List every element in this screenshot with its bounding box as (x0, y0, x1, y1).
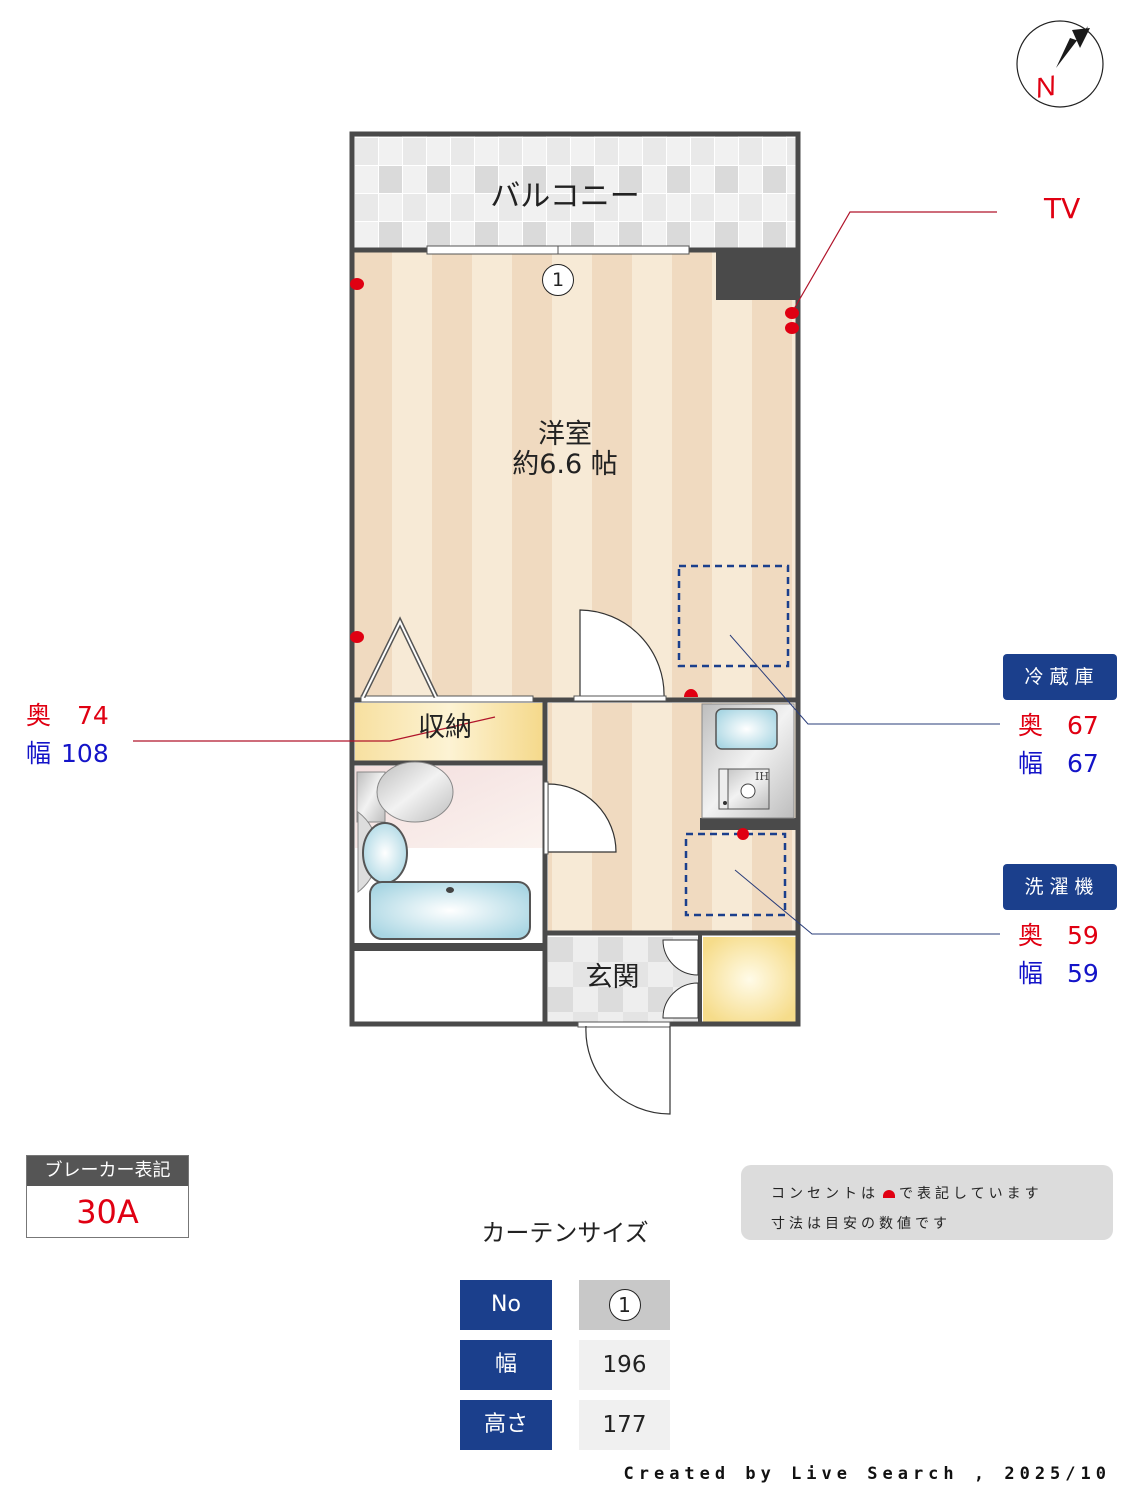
width-value: 67 (1067, 749, 1099, 778)
washer-space (684, 832, 787, 917)
room-size: 約6.6 帖 (512, 448, 618, 480)
storage-dimensions: 奥 74 幅 108 (26, 697, 109, 773)
ih-label: IH (755, 770, 769, 783)
tv-label: TV (1044, 192, 1081, 225)
window-number: 1 (608, 1289, 641, 1321)
depth-value: 67 (1067, 711, 1099, 740)
front-door (585, 1025, 671, 1115)
depth-label: 奥 (1018, 921, 1044, 950)
row-value: 177 (579, 1400, 670, 1450)
curtain-row-height: 高さ 177 (460, 1400, 670, 1450)
row-value: 196 (579, 1340, 670, 1390)
depth-value: 74 (77, 701, 109, 730)
width-value: 59 (1067, 959, 1099, 988)
outlet-markers (350, 278, 799, 840)
curtain-row-no: No 1 (460, 1280, 670, 1330)
width-label: 幅 (1018, 959, 1044, 988)
north-arrow-icon (1016, 20, 1104, 108)
curtain-size-title: カーテンサイズ (481, 1219, 649, 1247)
balcony-label: バルコニー (490, 179, 640, 214)
note-line2: 寸法は目安の数値です (771, 1216, 951, 1232)
outlet-icon (883, 1190, 895, 1198)
width-value: 108 (61, 739, 109, 768)
western-room-floor (352, 250, 798, 700)
storage-area (355, 703, 543, 761)
breaker-value: 30A (76, 1193, 139, 1231)
window-marker: 1 (542, 264, 574, 296)
note-line1-suffix: で表記しています (899, 1186, 1043, 1202)
breaker-title: ブレーカー表記 (27, 1156, 188, 1186)
depth-label: 奥 (1018, 711, 1044, 740)
washer-dimensions: 奥 59 幅 59 (1018, 917, 1099, 993)
entrance-label: 玄関 (585, 962, 640, 993)
storage-label: 収納 (418, 712, 472, 743)
fridge-dimensions: 奥 67 幅 67 (1018, 707, 1099, 783)
row-value: 1 (579, 1280, 670, 1330)
depth-label: 奥 (26, 701, 52, 730)
breaker-box: ブレーカー表記 30A (26, 1155, 189, 1238)
note-line1-prefix: コンセントは (771, 1186, 879, 1202)
depth-value: 59 (1067, 921, 1099, 950)
room-name: 洋室 (538, 419, 592, 450)
width-label: 幅 (26, 739, 52, 768)
footer-credit: Created by Live Search , 2025/10 (623, 1464, 1111, 1484)
row-key: No (460, 1280, 552, 1330)
fridge-space (677, 564, 790, 668)
row-key: 高さ (460, 1400, 552, 1450)
fridge-tag: 冷蔵庫 (1003, 654, 1117, 700)
legend-note: コンセントは で表記しています 寸法は目安の数値です (741, 1165, 1113, 1240)
room-door (579, 609, 665, 699)
western-room-label: 洋室 約6.6 帖 (470, 420, 660, 479)
width-label: 幅 (1018, 749, 1044, 778)
row-key: 幅 (460, 1340, 552, 1390)
curtain-row-width: 幅 196 (460, 1340, 670, 1390)
balcony-area (352, 134, 798, 250)
washer-tag: 洗濯機 (1003, 864, 1117, 910)
bathtub (369, 881, 531, 940)
